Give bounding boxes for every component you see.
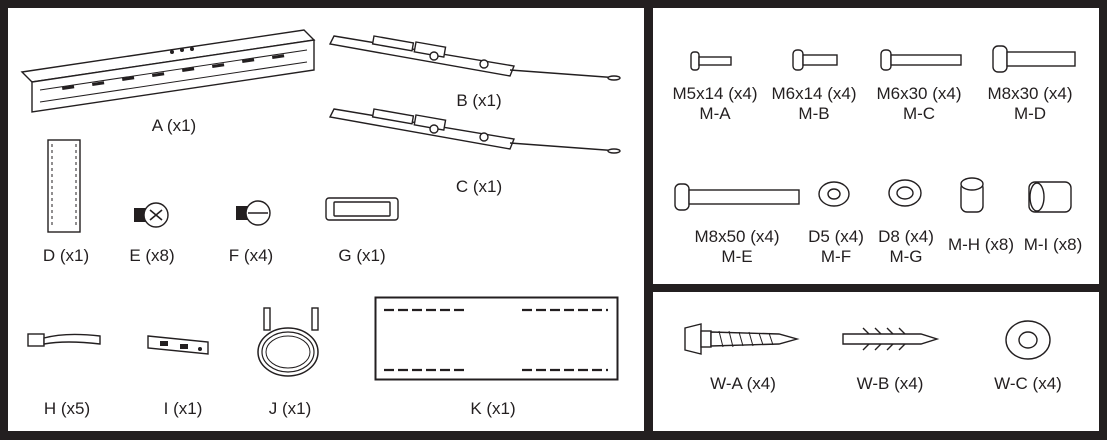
- washer-d5-size: D5 (x4): [808, 227, 864, 246]
- lag-bolt-icon: [684, 323, 800, 355]
- screw-m6x30-size: M6x30 (x4): [876, 84, 962, 103]
- spacer-m-h-icon: [960, 177, 984, 213]
- wall-anchor-icon: [842, 327, 940, 351]
- spirit-level-icon: [147, 335, 209, 355]
- bolt-e-icon: [134, 202, 169, 228]
- screw-m6x30-code: M-C: [902, 104, 936, 123]
- screw-m5x14-icon: [690, 51, 732, 71]
- hardware-parts-panel: A (x1) B (x1) C (x1) D (x1) E (x8): [8, 8, 644, 431]
- washer-w-c-icon: [1005, 320, 1051, 360]
- screw-m6x14-size: M6x14 (x4): [771, 84, 857, 103]
- screw-m8x50-code: M-E: [721, 247, 753, 266]
- screw-m8x50-size: M8x50 (x4): [694, 227, 780, 246]
- part-c-label: C (x1): [455, 177, 503, 196]
- screw-m5x14-size: M5x14 (x4): [672, 84, 758, 103]
- part-j-label: J (x1): [268, 399, 312, 418]
- screw-m8x30-size: M8x30 (x4): [987, 84, 1073, 103]
- wall-part-w-c-label: W-C (x4): [994, 374, 1062, 393]
- part-b-label: B (x1): [456, 91, 502, 110]
- screw-m6x30-icon: [880, 49, 962, 71]
- end-cap-icon: [325, 197, 399, 221]
- part-k-label: K (x1): [470, 399, 516, 418]
- washer-d5-code: M-F: [820, 247, 852, 266]
- tv-bracket-c-illustration: [328, 108, 621, 154]
- wall-rail-illustration: [20, 29, 316, 113]
- washer-d8-code: M-G: [889, 247, 923, 266]
- tv-screws-panel: M5x14 (x4) M-A M6x14 (x4) M-B M6x30 (x4)…: [653, 8, 1099, 284]
- cable-coil-icon: [257, 307, 319, 377]
- part-a-label: A (x1): [151, 116, 197, 135]
- screw-m8x30-icon: [992, 45, 1076, 73]
- spacer-m-i-label: M-I (x8): [1023, 235, 1083, 254]
- washer-d5-icon: [818, 181, 850, 207]
- tv-bracket-b-illustration: [328, 35, 621, 81]
- screw-m8x30-code: M-D: [1013, 104, 1047, 123]
- screw-m6x14-icon: [792, 49, 838, 71]
- spacer-plate-illustration: [47, 139, 81, 233]
- wall-fixings-panel: W-A (x4) W-B (x4) W-C (x4): [653, 292, 1099, 431]
- washer-d8-icon: [888, 179, 922, 207]
- part-d-label: D (x1): [42, 246, 90, 265]
- part-f-label: F (x4): [228, 246, 274, 265]
- wall-part-w-b-label: W-B (x4): [856, 374, 924, 393]
- screw-m6x14-code: M-B: [798, 104, 830, 123]
- part-i-label: I (x1): [163, 399, 203, 418]
- part-h-label: H (x5): [43, 399, 91, 418]
- spacer-m-h-label: M-H (x8): [947, 235, 1015, 254]
- part-g-label: G (x1): [338, 246, 386, 265]
- part-e-label: E (x8): [129, 246, 175, 265]
- wall-part-w-a-label: W-A (x4): [710, 374, 776, 393]
- washer-d8-size: D8 (x4): [878, 227, 934, 246]
- bolt-f-icon: [236, 200, 271, 226]
- cable-tie-icon: [27, 333, 101, 347]
- screw-m8x50-icon: [674, 183, 800, 211]
- screw-m5x14-code: M-A: [699, 104, 731, 123]
- drilling-template-illustration: [374, 296, 619, 381]
- spacer-m-i-icon: [1028, 181, 1072, 213]
